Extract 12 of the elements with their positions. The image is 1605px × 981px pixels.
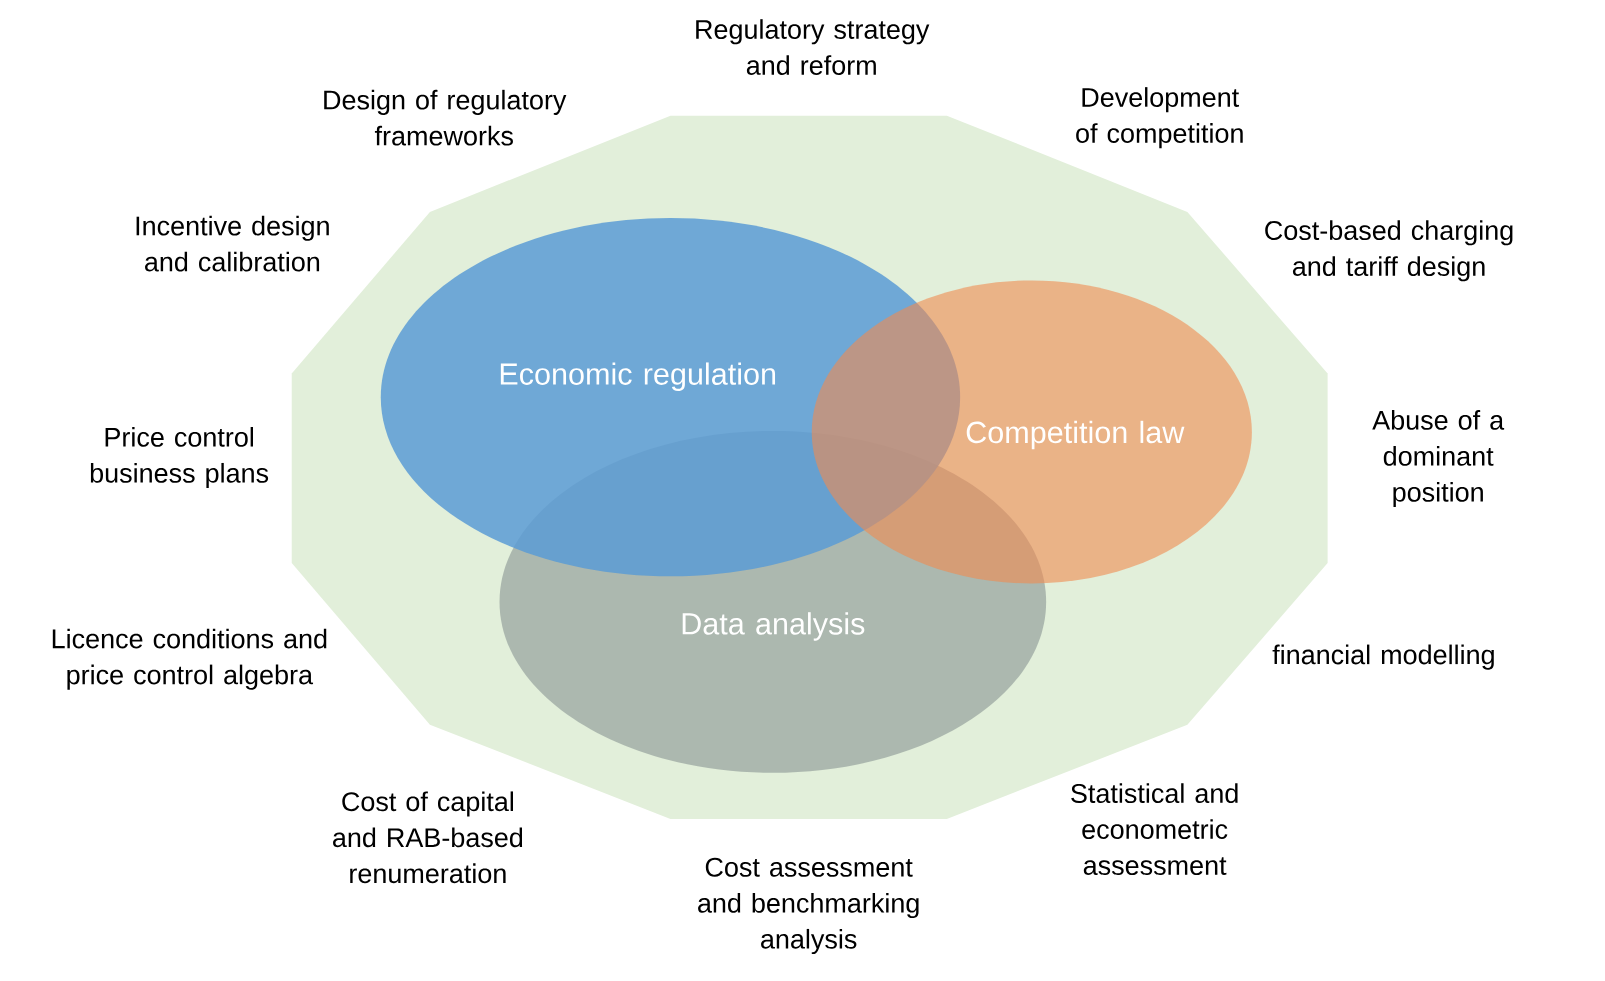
skill-label: Development of competition — [1076, 87, 1243, 149]
skill-label: financial modelling — [1272, 644, 1494, 670]
skill-label: Design of regulatory frameworks — [324, 90, 567, 146]
skill-label: Incentive design and calibration — [136, 215, 329, 272]
skill-label: Abuse of a dominant position — [1372, 410, 1505, 508]
skill-label: Cost assessment and benchmarking analysis — [698, 857, 919, 955]
skill-label: Price control business plans — [90, 427, 269, 489]
skill-label: Cost-based charging and tariff design — [1265, 220, 1513, 282]
skill-label: Statistical and econometric assessment — [1071, 783, 1238, 876]
skill-label: Cost of capital and RAB-based renumeration — [333, 791, 523, 884]
skill-label: Licence conditions and price control algebra — [52, 628, 327, 690]
skill-label: Regulatory strategy and reform — [696, 19, 930, 76]
